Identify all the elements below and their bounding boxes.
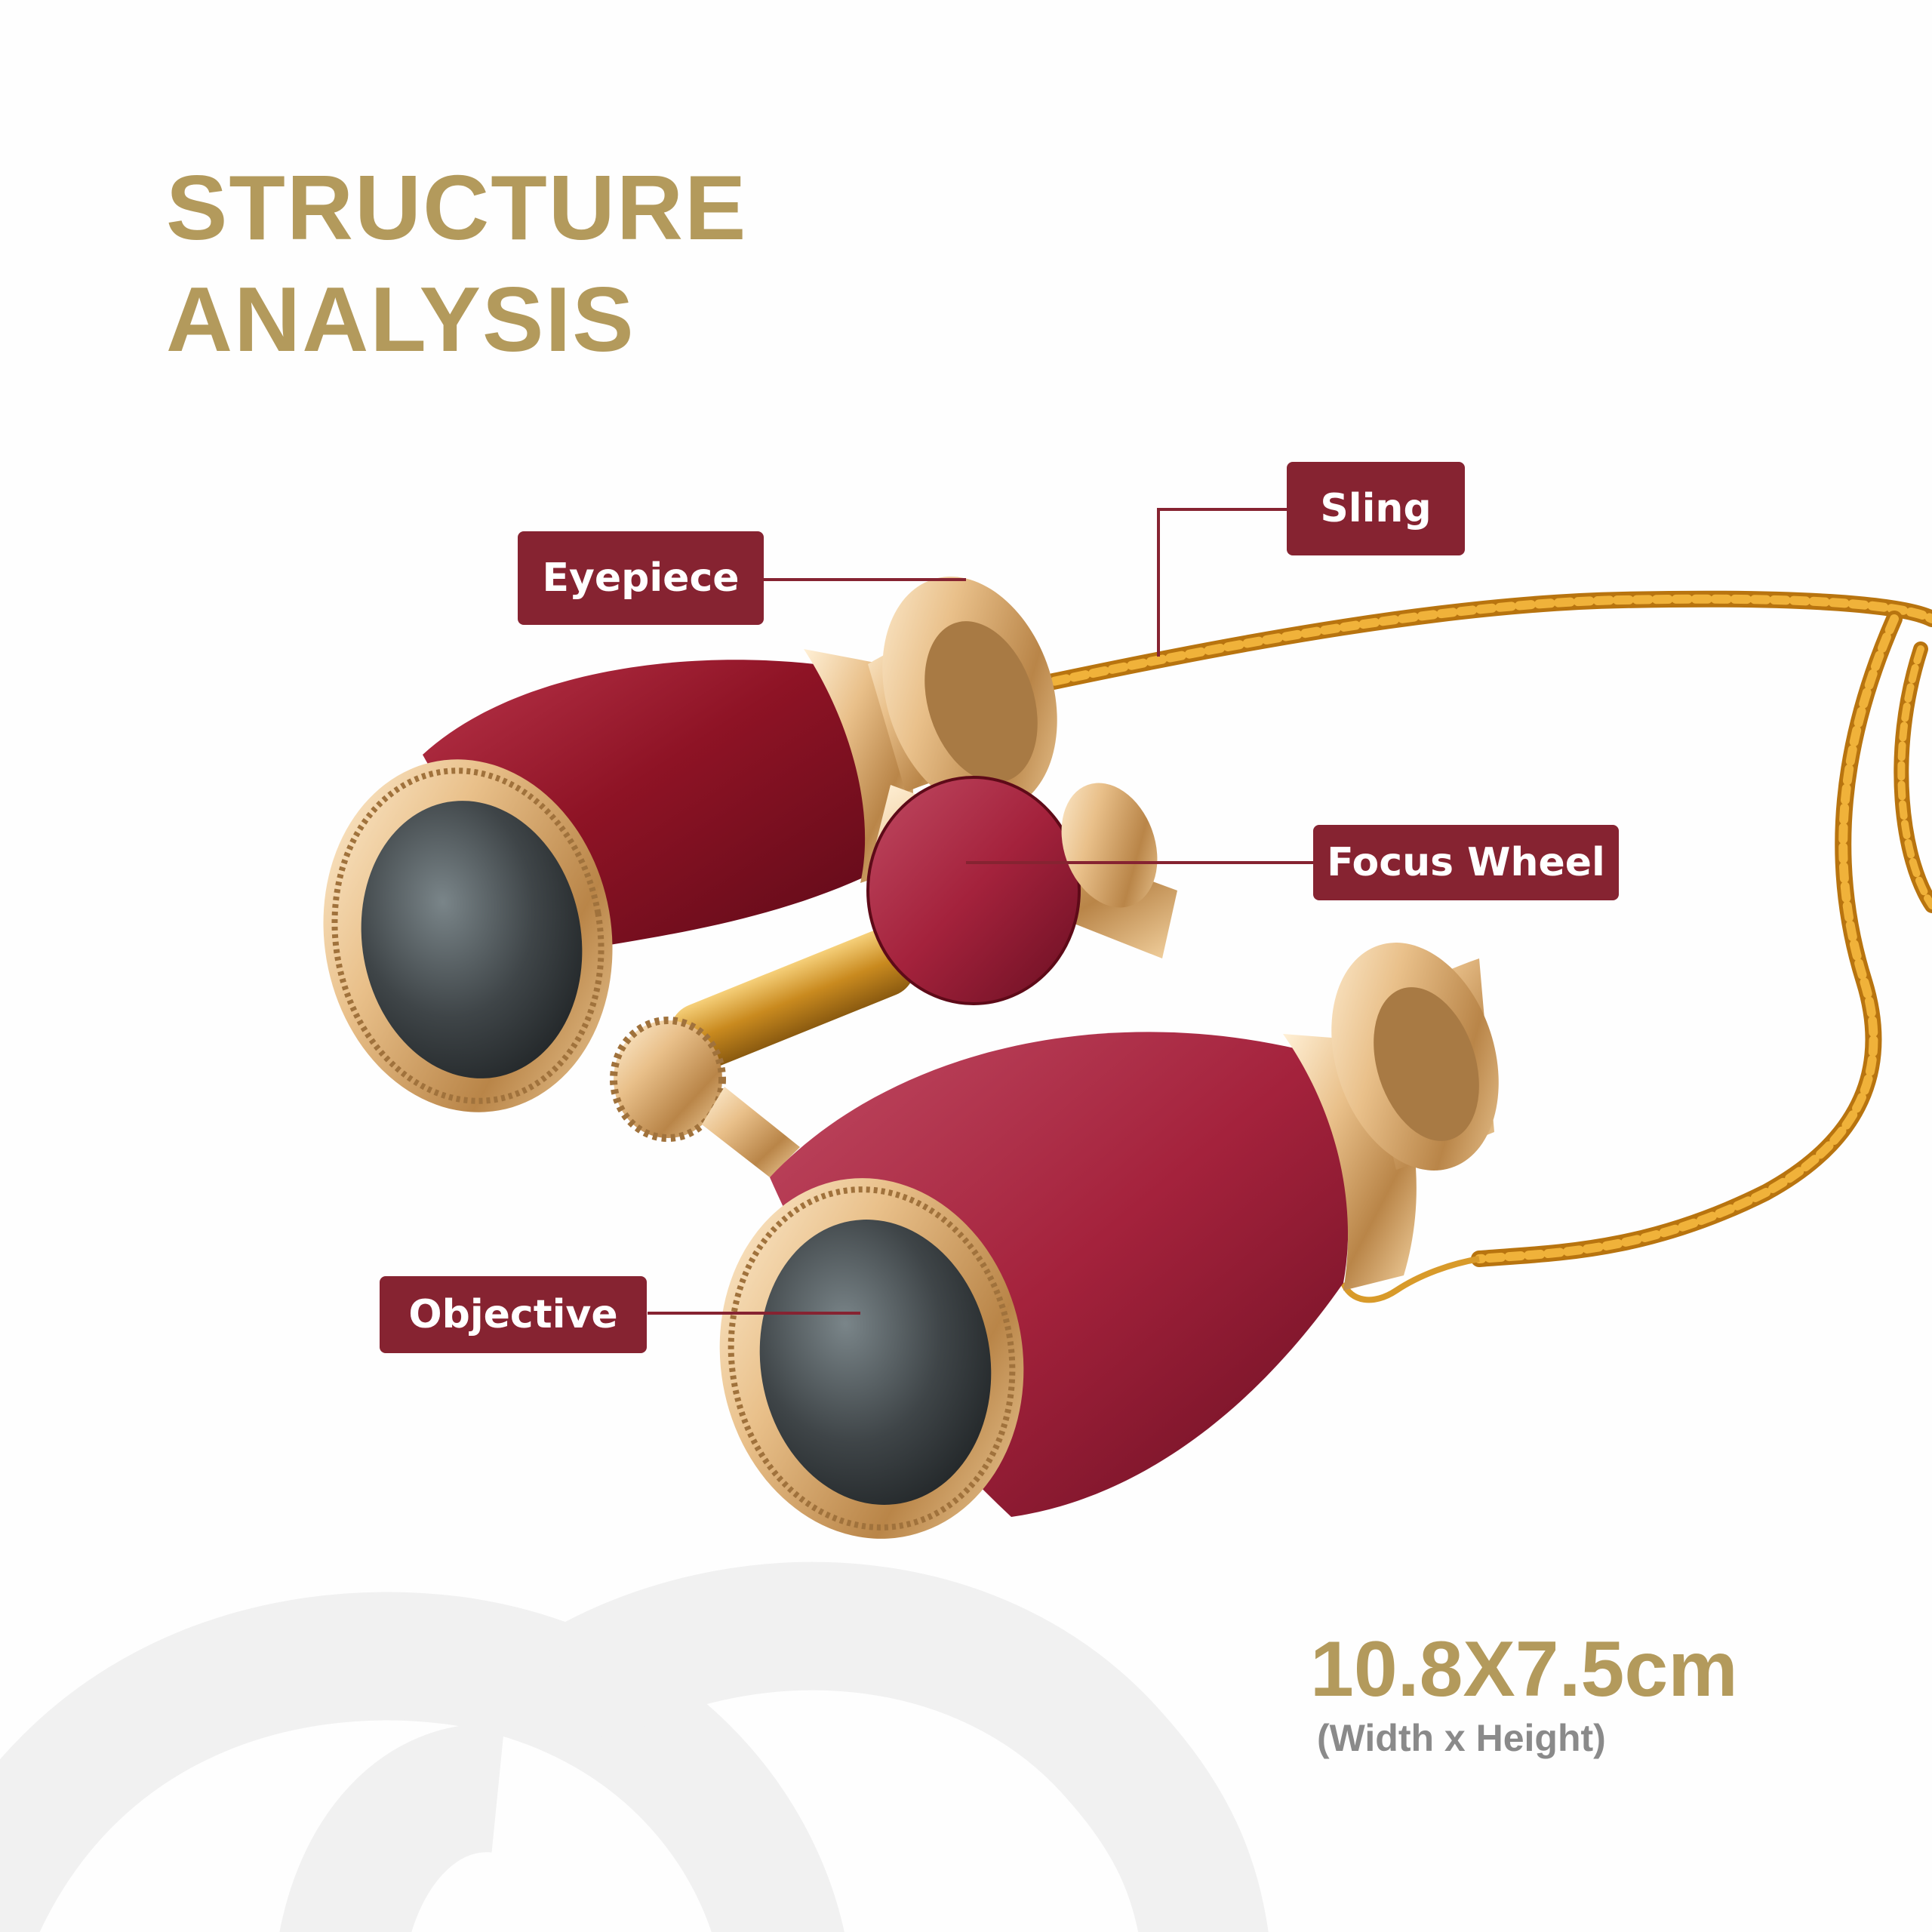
- lower-objective: [719, 1178, 1024, 1539]
- callout-eyepiece: Eyepiece: [518, 531, 764, 625]
- dimensions-value: 10.8X7.5cm: [1310, 1626, 1738, 1713]
- upper-objective: [323, 759, 613, 1112]
- heading-line-2: ANALYSIS: [166, 268, 635, 371]
- sling-chain: [1027, 590, 1932, 1303]
- focus-wheel-knob: [868, 777, 1079, 1004]
- bridge: [610, 776, 1177, 1177]
- callout-objective: Objective: [380, 1276, 647, 1353]
- callout-focus-wheel: Focus Wheel: [1313, 825, 1619, 900]
- sling-leader: [1157, 508, 1287, 657]
- hinge-cap: [614, 1020, 722, 1138]
- dimensions-note: (Width x Height): [1317, 1717, 1606, 1759]
- leader-lines: [648, 508, 1313, 1315]
- callout-sling: Sling: [1287, 462, 1465, 555]
- heading-line-1: STRUCTURE: [166, 156, 748, 259]
- logo-watermark: [0, 1561, 1269, 1932]
